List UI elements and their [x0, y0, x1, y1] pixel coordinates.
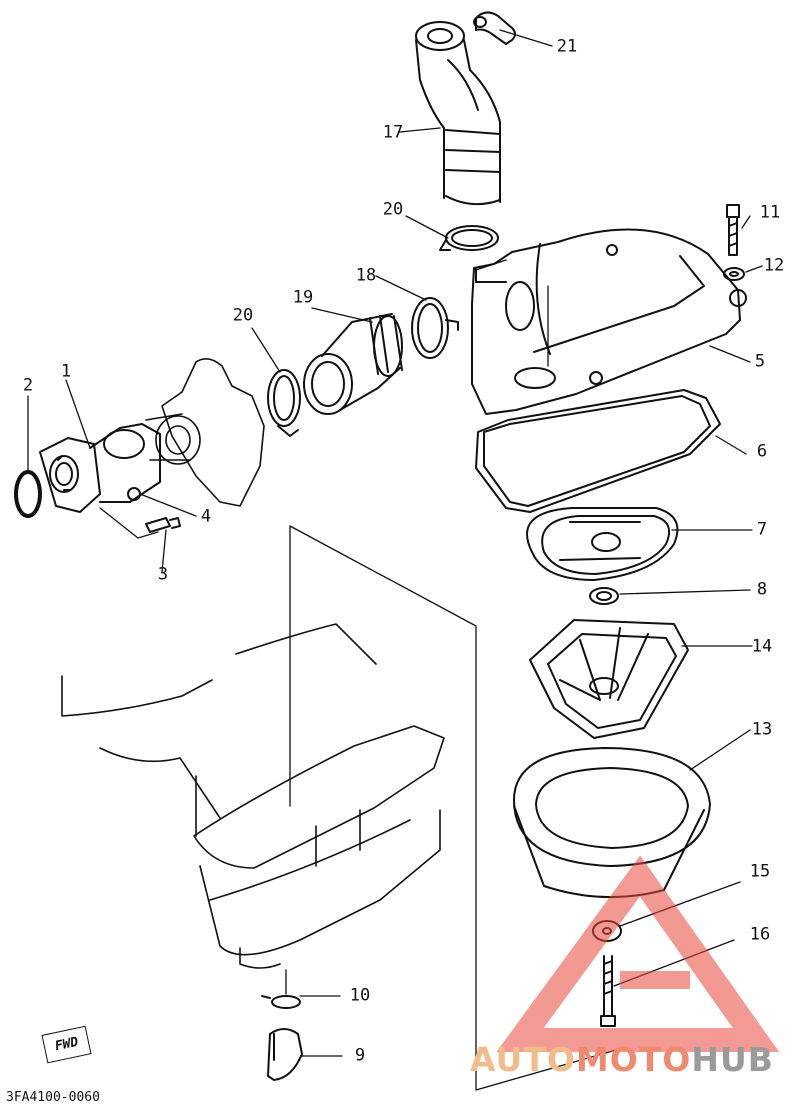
- part-label-19: 19: [292, 287, 314, 308]
- reference-lines: [99, 259, 617, 1091]
- intake-manifold-1: [39, 423, 161, 513]
- air-cleaner-base-outline: [61, 623, 445, 969]
- hose-clamp-20-top: [439, 225, 499, 251]
- part-label-4: 4: [200, 506, 212, 527]
- hose-clamp-20-lower: [267, 369, 301, 437]
- carburetor-outline: [145, 358, 265, 507]
- part-label-20-lower: 20: [232, 305, 254, 326]
- leader-lines: [27, 29, 763, 1057]
- watermark-logo-text: AUTOMOTOHUB: [470, 1040, 774, 1079]
- part-label-1: 1: [60, 361, 72, 382]
- air-cleaner-case-5: [471, 228, 747, 415]
- part-label-6: 6: [756, 441, 768, 462]
- watermark-text-moto: MOTO: [575, 1040, 692, 1079]
- element-cage-14: [529, 619, 689, 739]
- part-label-9: 9: [354, 1045, 366, 1066]
- diagram-code: 3FA4100-0060: [6, 1090, 100, 1105]
- part-label-3: 3: [157, 564, 169, 585]
- part-label-18: 18: [355, 265, 377, 286]
- part-label-12: 12: [763, 255, 785, 276]
- part-label-10: 10: [349, 985, 371, 1006]
- part-label-7: 7: [756, 519, 768, 540]
- air-joint-19: [303, 313, 403, 415]
- watermark-text-hub: HUB: [691, 1040, 774, 1079]
- clip-10: [261, 995, 301, 1009]
- part-label-11: 11: [759, 202, 781, 223]
- part-label-17: 17: [382, 122, 404, 143]
- part-label-13: 13: [751, 719, 773, 740]
- part-label-16: 16: [749, 924, 771, 945]
- filter-element-13: [513, 747, 711, 899]
- case-gasket-6: [475, 389, 721, 513]
- bolt-16: [600, 955, 616, 1027]
- bolt-11: [726, 204, 740, 256]
- bolt-3: [145, 517, 181, 533]
- part-label-14: 14: [751, 636, 773, 657]
- intake-duct-17: [415, 21, 501, 206]
- washer-12: [723, 267, 745, 281]
- part-label-15: 15: [749, 861, 771, 882]
- washer-8: [589, 587, 619, 605]
- part-label-8: 8: [756, 579, 768, 600]
- clamp-18: [411, 297, 459, 359]
- part-label-21: 21: [556, 36, 578, 57]
- part-label-5: 5: [754, 351, 766, 372]
- o-ring-2: [14, 470, 42, 518]
- drain-hose-9: [267, 1028, 303, 1081]
- part-label-2: 2: [22, 375, 34, 396]
- elbow-fitting-21: [473, 11, 516, 45]
- watermark-text-auto: AUTO: [470, 1040, 576, 1079]
- part-label-20-top: 20: [382, 199, 404, 220]
- element-frame-7: [526, 507, 679, 581]
- watermark-logo-triangle: [496, 855, 780, 1052]
